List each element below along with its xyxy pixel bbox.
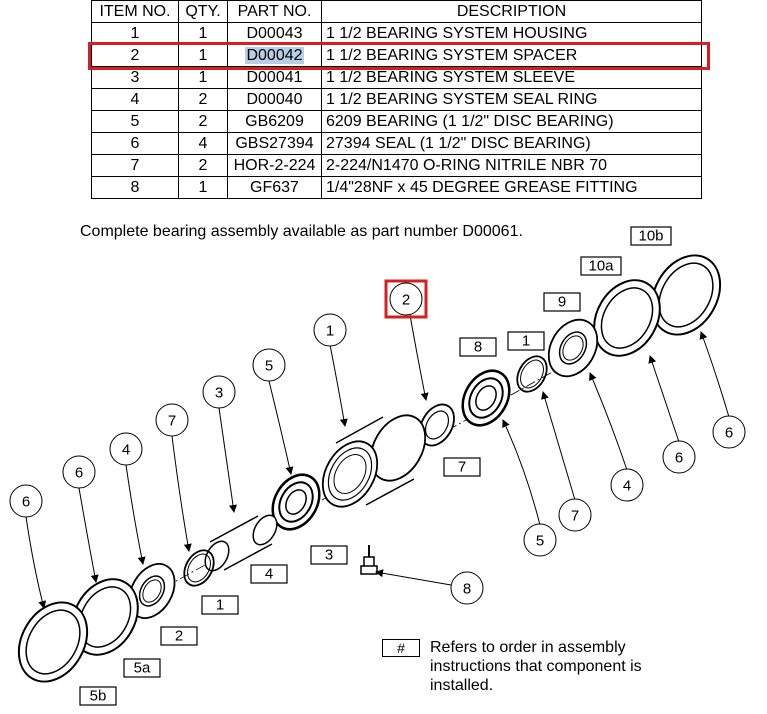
balloon-5: 5 [252,348,286,382]
seal-10a-part [593,279,661,357]
order-box-10b: 10b [630,226,672,246]
balloon-label: 2 [402,292,410,309]
order-box-label: 4 [265,566,273,583]
order-box-7: 7 [443,457,481,477]
balloon-label: 5 [265,358,273,375]
balloon-6: 6 [62,455,96,489]
qty-cell: 1 [178,176,228,199]
description-cell: 6209 BEARING (1 1/2" DISC BEARING) [321,110,702,133]
grease-fitting-part [360,545,378,575]
seal-10b-part [650,254,722,336]
description-cell: 1 1/2 BEARING SYSTEM SEAL RING [321,88,702,111]
legend-text: Refers to order in assembly instructions… [430,639,642,694]
balloon-label: 6 [22,494,30,511]
balloon-label: 3 [215,385,223,402]
part-no-cell: D00042 [227,44,322,67]
balloon-label: 4 [122,442,130,459]
order-box-label: 8 [474,339,482,356]
table-header-row: ITEM NO. QTY. PART NO. DESCRIPTION [91,0,702,23]
order-box-4: 4 [250,564,288,584]
part-no-cell: GF637 [227,176,322,199]
order-box-label: 10b [638,228,663,245]
order-box-label: 5a [134,660,151,677]
balloon-7: 7 [155,403,189,437]
legend-symbol-box: # [382,639,420,657]
description-cell: 1 1/2 BEARING SYSTEM SPACER [321,44,702,67]
description-cell: 1/4"28NF x 45 DEGREE GREASE FITTING [321,176,702,199]
table-row: 7 2 HOR-2-224 2-224/N1470 O-RING NITRILE… [91,154,702,177]
assembly-note: Complete bearing assembly available as p… [80,223,523,240]
balloon-label: 1 [326,323,334,340]
balloon-4: 4 [109,432,143,466]
description-cell: 1 1/2 BEARING SYSTEM HOUSING [321,22,702,45]
parts-table: ITEM NO. QTY. PART NO. DESCRIPTION 1 1 D… [91,0,702,199]
table-row: 5 2 GB6209 6209 BEARING (1 1/2" DISC BEA… [91,110,702,133]
seal-ring-9-part [547,318,599,378]
order-box-8: 8 [459,337,497,357]
table-row: 3 1 D00041 1 1/2 BEARING SYSTEM SLEEVE [91,66,702,89]
o-ring-upper-part [516,355,548,393]
balloon-label: 4 [623,478,631,495]
order-box-label: 7 [458,459,466,476]
order-box-2: 2 [160,626,198,646]
seal-5b-part [17,601,89,683]
balloon-1: 1 [313,313,347,347]
order-box-10a: 10a [580,256,622,276]
balloon-6: 6 [9,484,43,518]
table-row: 4 2 D00040 1 1/2 BEARING SYSTEM SEAL RIN… [91,88,702,111]
balloon-7: 7 [558,498,592,532]
balloon-label: 6 [725,425,733,442]
order-box-5b: 5b [79,686,117,706]
description-cell: 2-224/N1470 O-RING NITRILE NBR 70 [321,154,702,177]
order-box-1: 1 [201,595,239,615]
bearing-upper-part [461,369,511,427]
order-box-label: 1 [522,333,530,350]
order-box-label: 2 [175,628,183,645]
seal-5a-part [71,578,139,656]
bearing-lower-part [271,473,321,531]
balloon-3: 3 [202,375,236,409]
balloon-label: 6 [675,450,683,467]
order-box-9: 9 [543,292,581,312]
table-row: 6 4 GBS27394 27394 SEAL (1 1/2" DISC BEA… [91,132,702,155]
balloon-label: 6 [75,465,83,482]
balloon-8: 8 [450,571,484,605]
balloon-label: 5 [536,533,544,550]
table-row: 8 1 GF637 1/4"28NF x 45 DEGREE GREASE FI… [91,176,702,199]
order-box-1: 1 [507,331,545,351]
selected-part-number[interactable]: D00042 [245,47,304,64]
part-no-cell: D00040 [227,88,322,111]
balloon-label: 8 [463,581,471,598]
order-box-label: 3 [325,547,333,564]
order-box-5a: 5a [123,658,161,678]
balloon-2: 2 [384,279,428,319]
balloon-6: 6 [662,440,696,474]
seal-ring-lower-part [128,563,176,619]
leader-lines [25,314,730,609]
balloon-label: 7 [168,413,176,430]
col-item-no: ITEM NO. [91,0,179,23]
balloon-4: 4 [610,468,644,502]
o-ring-lower-part [183,549,215,587]
order-box-3: 3 [310,545,348,565]
balloon-5: 5 [523,523,557,557]
order-box-label: 9 [558,294,566,311]
balloon-6: 6 [712,415,746,449]
order-box-label: 10a [588,258,614,275]
balloon-label: 7 [571,508,579,525]
order-box-label: 5b [90,688,107,705]
spacer-part [419,403,455,447]
housing-part [321,414,431,515]
order-box-label: 1 [216,597,224,614]
balloon-callouts: 6 6 4 7 3 5 1 2 5 7 4 6 6 8 [9,279,746,605]
order-boxes: 5b 5a 2 1 4 3 7 8 1 9 10a 10b [79,226,672,706]
part-no-cell: GBS27394 [227,132,322,155]
